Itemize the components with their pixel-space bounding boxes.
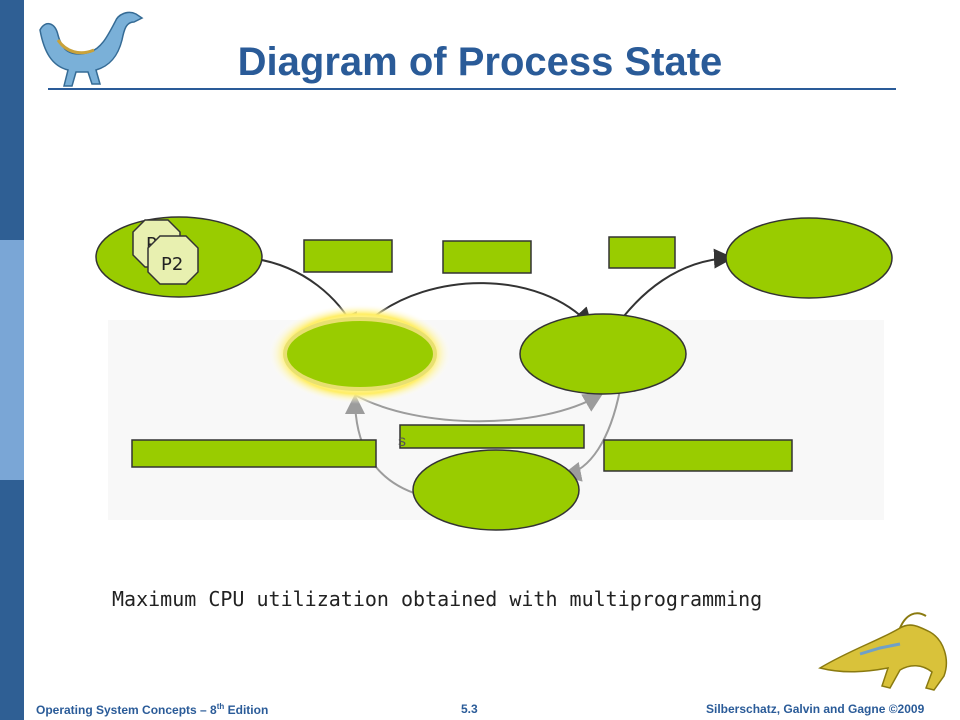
- svg-text:P2: P2: [161, 254, 183, 275]
- sidebar-highlight: [0, 240, 24, 480]
- footer-copyright: Silberschatz, Galvin and Gagne ©2009: [706, 702, 925, 716]
- label-box-io-completion: [131, 439, 377, 468]
- footer-page-number: 5.3: [461, 702, 478, 716]
- left-sidebar-band: [0, 0, 24, 720]
- label-box-scheduler-dispatch: [399, 424, 585, 449]
- label-box-admitted: [303, 239, 393, 273]
- state-waiting: [412, 449, 580, 531]
- slide-title: Diagram of Process State: [237, 40, 723, 84]
- label-box-io-wait: [603, 439, 793, 472]
- state-terminated: [725, 217, 893, 299]
- footer-course: Operating System Concepts – 8th Edition: [36, 702, 269, 717]
- dinosaur-corner-icon: [818, 612, 948, 691]
- process-p2: P2: [147, 235, 199, 285]
- state-running: [519, 313, 687, 395]
- partial-label-text: s: [398, 433, 406, 450]
- state-ready: [283, 317, 437, 391]
- label-box-interrupt: [442, 240, 532, 274]
- label-box-exit: [608, 236, 676, 269]
- title-underline: [48, 88, 896, 90]
- slide-caption: Maximum CPU utilization obtained with mu…: [112, 587, 763, 611]
- dinosaur-logo-icon: [39, 11, 144, 87]
